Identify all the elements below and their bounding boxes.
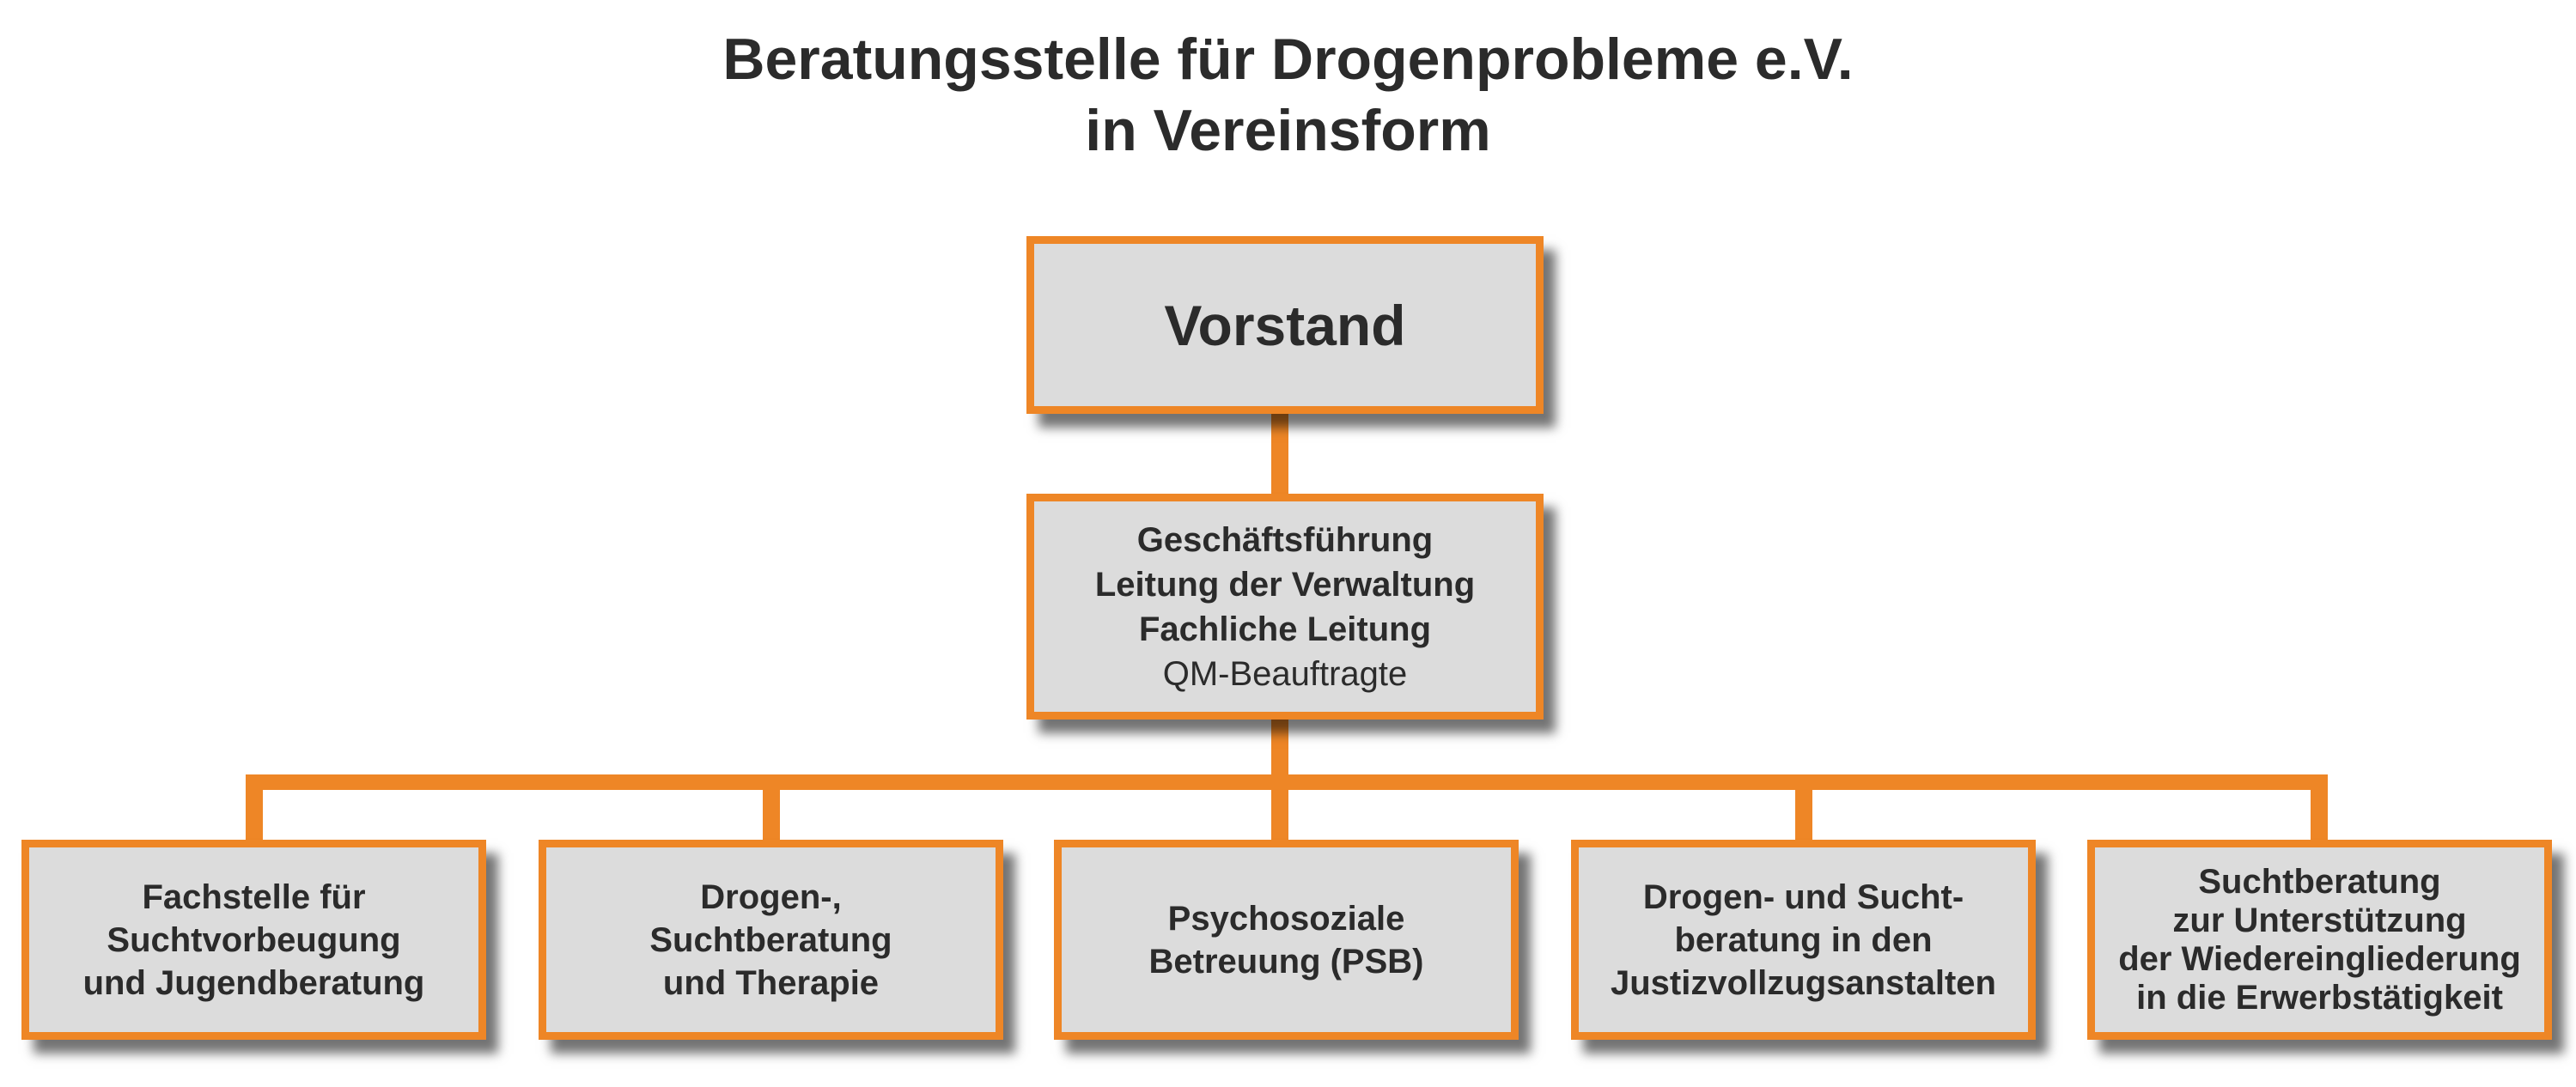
connector-gf-bus: [1271, 720, 1288, 781]
node-drogen-suchtberatung-therapie: Drogen-, Suchtberatung und Therapie: [539, 840, 1003, 1040]
connector-drop-3: [1271, 774, 1288, 840]
node-b2-line-1: Drogen-,: [700, 877, 842, 916]
node-b4-line-3: Justizvollzugsanstalten: [1611, 963, 1996, 1002]
node-suchtberatung-erwerbstaetigkeit: Suchtberatung zur Unterstützung der Wied…: [2087, 840, 2552, 1040]
connector-drop-1: [246, 774, 263, 840]
node-b1-line-2: Suchtvorbeugung: [107, 920, 401, 959]
node-b5-line-1: Suchtberatung: [2198, 862, 2441, 901]
node-geschaeftsfuehrung: Geschäftsführung Leitung der Verwaltung …: [1026, 494, 1544, 720]
connector-drop-2: [763, 774, 780, 840]
chart-title-line-2: in Vereinsform: [1085, 98, 1491, 163]
node-b5-line-4: in die Erwerbstätigkeit: [2136, 978, 2503, 1017]
node-b2-line-3: und Therapie: [662, 963, 880, 1002]
node-gf-qm: QM-Beauftragte: [1162, 654, 1408, 693]
node-vorstand: Vorstand: [1026, 236, 1544, 414]
connector-drop-4: [1795, 774, 1812, 840]
node-gf-line-2: Leitung der Verwaltung: [1094, 565, 1476, 604]
node-gf-line-1: Geschäftsführung: [1136, 520, 1434, 559]
node-justizvollzugsanstalten: Drogen- und Sucht- beratung in den Justi…: [1571, 840, 2036, 1040]
node-b2-line-2: Suchtberatung: [649, 920, 892, 959]
node-b4-line-2: beratung in den: [1674, 920, 1933, 959]
connector-vorstand-gf: [1271, 414, 1288, 494]
chart-title-line-1: Beratungsstelle für Drogenprobleme e.V.: [722, 27, 1854, 92]
node-b1-line-1: Fachstelle für: [142, 877, 366, 916]
node-fachstelle-suchtvorbeugung: Fachstelle für Suchtvorbeugung und Jugen…: [21, 840, 486, 1040]
node-b5-line-2: zur Unterstützung: [2172, 901, 2467, 939]
node-b4-line-1: Drogen- und Sucht-: [1642, 877, 1964, 916]
node-b3-line-1: Psychosoziale: [1167, 899, 1405, 938]
connector-drop-5: [2311, 774, 2328, 840]
node-vorstand-label: Vorstand: [1164, 293, 1406, 357]
node-b1-line-3: und Jugendberatung: [82, 963, 425, 1002]
node-psychosoziale-betreuung: Psychosoziale Betreuung (PSB): [1054, 840, 1519, 1040]
node-gf-line-3: Fachliche Leitung: [1138, 610, 1432, 648]
node-b3-line-2: Betreuung (PSB): [1148, 942, 1424, 981]
node-b5-line-3: der Wiedereingliederung: [2118, 939, 2521, 978]
